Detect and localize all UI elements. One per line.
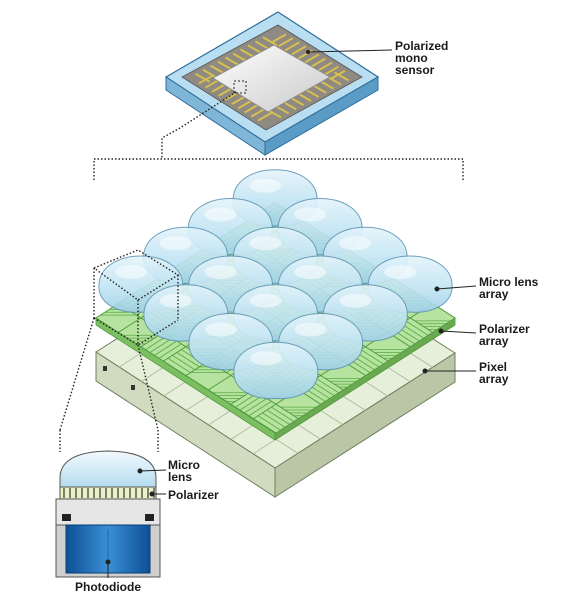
pixel-array-label: Pixel array [479,360,509,386]
photodiode-label: Photodiode [75,580,141,594]
micro-lens [233,341,319,400]
polarizer-label: Polarizer [168,488,219,502]
sensor-leader-line [307,49,393,53]
cross-section-leaders [105,468,167,578]
chip-callout-bracket [93,91,464,180]
sensor-label: Polarized mono sensor [395,39,449,77]
micro-lens-array [98,169,453,400]
pixel-contact [103,366,107,371]
micro-lens-dome [59,450,157,488]
polarizer-array-label: Polarizer array [479,322,530,348]
pixel-callout-box [59,249,180,452]
pixel-contact [131,385,135,390]
layer-leaders [422,285,477,374]
chip-highlight-box [233,80,247,94]
pixel-cross-section [55,450,161,578]
sensor-chip [164,11,380,156]
micro-lens-array-label: Micro lens array [479,275,539,301]
micro-lens-label: Micro lens [168,458,201,484]
